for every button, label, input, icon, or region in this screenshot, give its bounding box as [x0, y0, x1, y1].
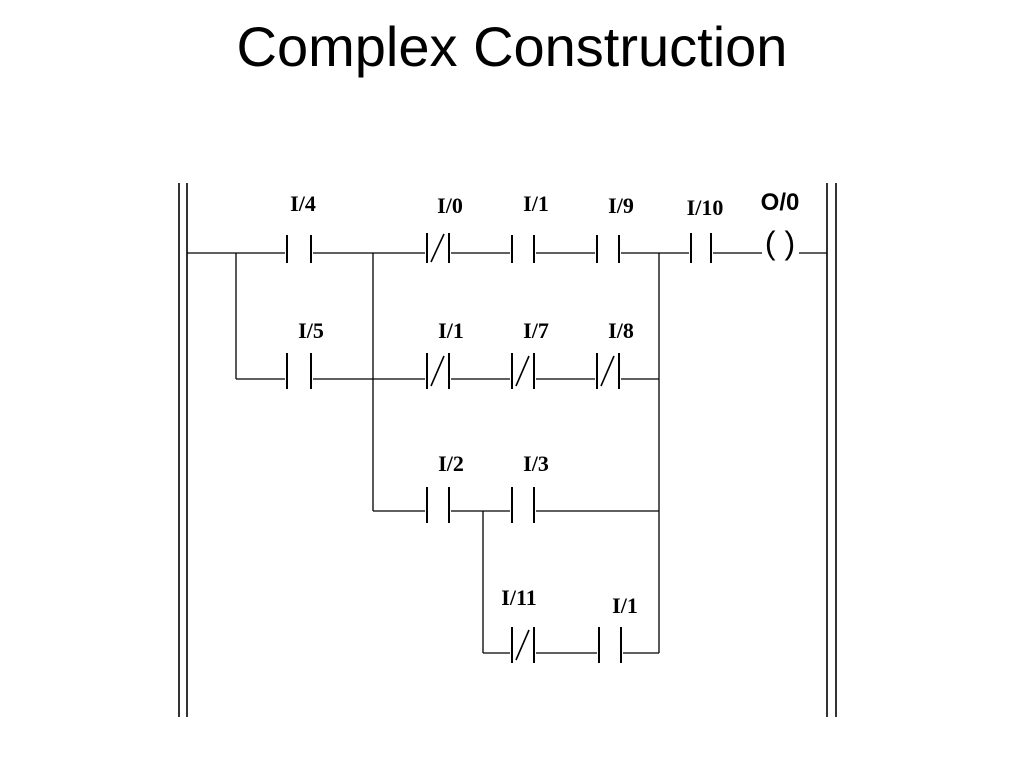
contact-i7-nc: I/7: [511, 318, 549, 389]
output-coil-o0: O/0 ( ): [761, 189, 800, 261]
contact-i1-rung4-label: I/1: [612, 593, 638, 618]
contact-i10: I/10: [687, 195, 724, 263]
coil-o0-label: O/0: [761, 189, 800, 216]
contact-i3: I/3: [511, 451, 549, 523]
contact-i0-label: I/0: [437, 193, 463, 218]
contact-i1-rung2-label: I/1: [438, 318, 464, 343]
contact-i1-rung2-nc: I/1: [426, 318, 464, 389]
contact-i3-label: I/3: [523, 451, 549, 476]
contact-i5: I/5: [286, 318, 324, 389]
page-title: Complex Construction: [236, 15, 788, 78]
contact-i8-nc: I/8: [596, 318, 634, 389]
contact-i2: I/2: [426, 451, 464, 523]
contact-i11-nc: I/11: [501, 585, 537, 663]
coil-symbol: ( ): [765, 225, 795, 261]
ladder-wiring: [187, 252, 827, 654]
contact-i10-label: I/10: [687, 195, 724, 220]
contact-i1-rung4: I/1: [598, 593, 638, 663]
contact-i11-label: I/11: [501, 585, 536, 610]
contact-i8-label: I/8: [608, 318, 634, 343]
contact-i2-label: I/2: [438, 451, 464, 476]
contact-i1-rung1-label: I/1: [523, 191, 549, 216]
contact-i4: I/4: [286, 191, 316, 263]
contact-i7-label: I/7: [523, 318, 549, 343]
left-power-rail: [178, 183, 188, 717]
contact-i4-label: I/4: [290, 191, 316, 216]
contact-i9: I/9: [596, 193, 634, 263]
contact-i9-label: I/9: [608, 193, 634, 218]
right-power-rail: [826, 183, 837, 717]
contact-i5-label: I/5: [298, 318, 324, 343]
contact-i0-nc: I/0: [426, 193, 463, 263]
contact-i1-rung1: I/1: [511, 191, 549, 263]
